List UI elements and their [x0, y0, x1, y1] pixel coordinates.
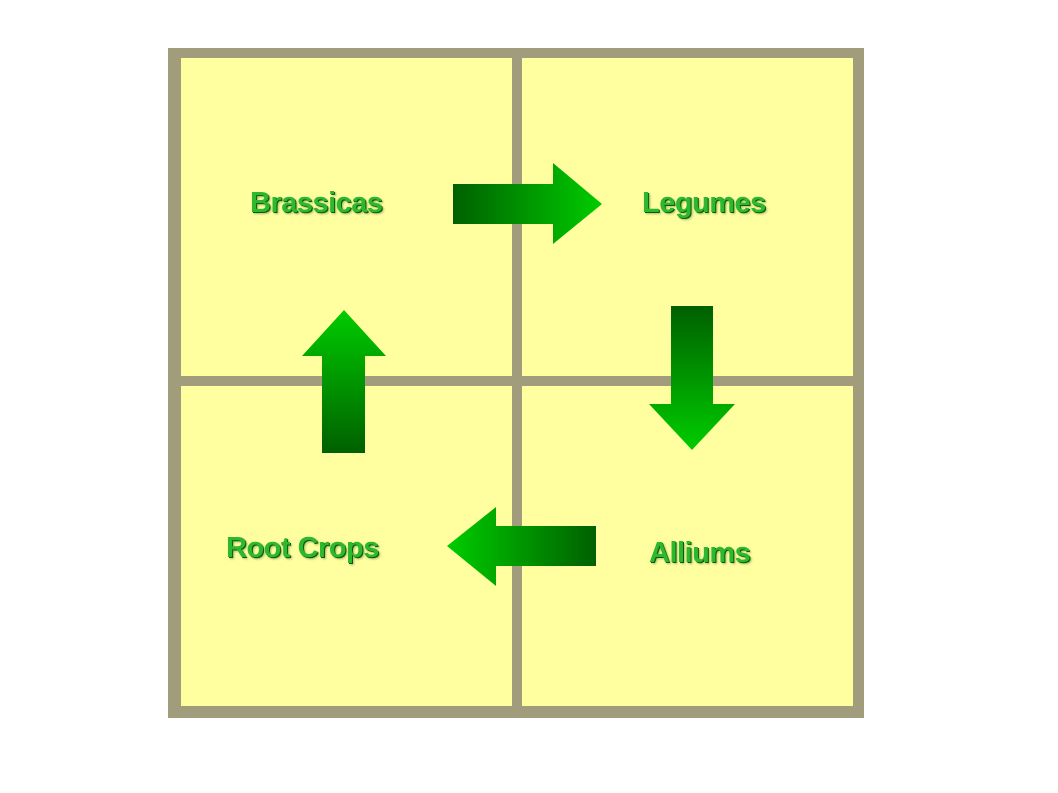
label-root-crops: Root Crops	[226, 532, 379, 564]
grid-frame	[168, 48, 864, 718]
label-brassicas: Brassicas	[250, 187, 383, 219]
label-alliums: Alliums	[649, 537, 751, 569]
label-legumes: Legumes	[642, 187, 766, 219]
